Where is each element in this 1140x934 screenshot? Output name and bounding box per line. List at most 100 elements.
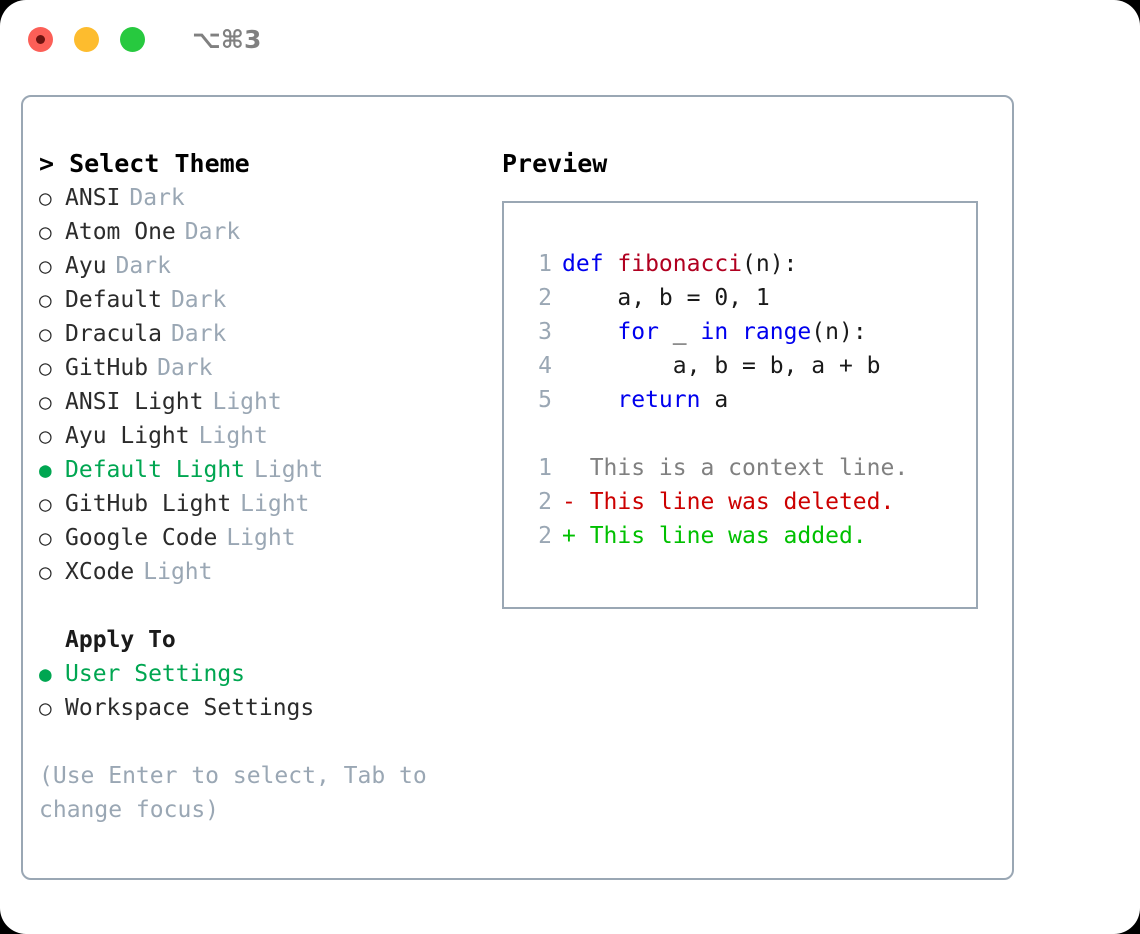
radio-unselected-icon: ○	[39, 322, 52, 346]
theme-variant-badge: Light	[240, 491, 310, 517]
theme-option-label: Default	[65, 287, 162, 313]
theme-variant-badge: Light	[198, 423, 268, 449]
code-line: 2 a, b = 0, 1	[518, 281, 976, 315]
code-line: 4 a, b = b, a + b	[518, 349, 976, 383]
theme-option-label: GitHub Light	[65, 491, 232, 517]
theme-option-label: GitHub	[65, 355, 149, 381]
theme-option-ayu-light[interactable]: ○ Ayu Light Light	[39, 419, 489, 453]
radio-selected-icon: ●	[39, 458, 52, 482]
theme-option-label: Google Code	[65, 525, 218, 551]
close-window-button[interactable]	[28, 26, 53, 52]
theme-variant-badge: Dark	[184, 219, 241, 245]
theme-option-dracula[interactable]: ○ Dracula Dark	[39, 317, 489, 351]
code-token-kw: in	[700, 319, 729, 345]
code-line-content: a, b = 0, 1	[562, 281, 770, 315]
apply-to-option-user-settings[interactable]: ● User Settings	[39, 657, 489, 691]
minimize-window-button[interactable]	[74, 26, 99, 52]
code-token-plain: a, b = 0, 1	[562, 285, 770, 311]
theme-option-github[interactable]: ○ GitHub Dark	[39, 351, 489, 385]
theme-variant-badge: Light	[143, 559, 213, 585]
maximize-window-button[interactable]	[120, 26, 145, 52]
code-line-number: 5	[538, 387, 552, 413]
code-token-plain: (n):	[811, 319, 867, 345]
code-line-number: 4	[538, 353, 552, 379]
keyboard-hint-text: (Use Enter to select, Tab to change focu…	[39, 763, 441, 823]
theme-option-xcode[interactable]: ○ XCode Light	[39, 555, 489, 589]
theme-option-default-light[interactable]: ● Default Light Light	[39, 453, 489, 487]
radio-unselected-icon: ○	[39, 424, 52, 448]
radio-unselected-icon: ○	[39, 526, 52, 550]
radio-unselected-icon: ○	[39, 254, 52, 278]
radio-unselected-icon: ○	[39, 356, 52, 380]
theme-option-label: ANSI Light	[65, 389, 204, 415]
code-token-kw: def	[562, 251, 618, 277]
code-line-number: 1	[538, 251, 552, 277]
diff-line: 2 + This line was added.	[518, 519, 976, 553]
preview-heading: Preview	[502, 149, 608, 178]
traffic-light-controls	[28, 26, 145, 52]
code-line: 5 return a	[518, 383, 976, 417]
diff-line: 1 This is a context line.	[518, 451, 976, 485]
code-line-content: for _ in range(n):	[562, 315, 867, 349]
theme-variant-badge: Dark	[157, 355, 213, 381]
code-line: 1 def fibonacci(n):	[518, 247, 976, 281]
theme-option-default[interactable]: ○ Default Dark	[39, 283, 489, 317]
theme-option-label: Atom One	[65, 219, 176, 245]
code-token-plain	[562, 387, 617, 413]
code-diff-spacer	[518, 417, 976, 451]
code-token-plain: (n):	[742, 251, 798, 277]
theme-variant-badge: Dark	[129, 185, 185, 211]
theme-option-label: Ayu Light	[65, 423, 190, 449]
radio-selected-icon: ●	[39, 662, 52, 686]
apply-to-option-workspace-settings[interactable]: ○ Workspace Settings	[39, 691, 489, 725]
code-line: 3 for _ in range(n):	[518, 315, 976, 349]
theme-option-label: Dracula	[65, 321, 162, 347]
code-token-kw: for	[617, 319, 659, 345]
radio-unselected-icon: ○	[39, 560, 52, 584]
diff-line-content-add: + This line was added.	[562, 523, 867, 549]
theme-variant-badge: Light	[254, 457, 324, 483]
section-spacer	[39, 589, 489, 623]
code-token-plain	[728, 319, 742, 345]
radio-unselected-icon: ○	[39, 288, 52, 312]
diff-line-number: 1	[538, 455, 552, 481]
apply-to-option-list: ● User Settings ○ Workspace Settings	[39, 657, 489, 725]
code-token-plain: a	[700, 387, 729, 413]
code-line-number: 2	[538, 285, 552, 311]
code-line-content: def fibonacci(n):	[562, 247, 797, 281]
radio-unselected-icon: ○	[39, 390, 52, 414]
theme-variant-badge: Light	[212, 389, 282, 415]
theme-option-label: ANSI	[65, 185, 121, 211]
apply-to-option-label: Workspace Settings	[65, 695, 315, 721]
code-token-kw: range	[742, 319, 812, 345]
theme-option-ansi[interactable]: ○ ANSI Dark	[39, 181, 489, 215]
radio-unselected-icon: ○	[39, 186, 52, 210]
apply-to-option-label: User Settings	[65, 661, 246, 687]
diff-line: 2- This line was deleted.	[518, 485, 976, 519]
theme-option-label: Ayu	[65, 253, 107, 279]
diff-line-number: 2	[538, 523, 552, 549]
code-token-plain	[562, 319, 617, 345]
code-token-fn: fibonacci	[617, 251, 743, 277]
theme-option-atom-one[interactable]: ○ Atom One Dark	[39, 215, 489, 249]
theme-variant-badge: Dark	[170, 287, 227, 313]
theme-option-label: XCode	[65, 559, 135, 585]
theme-option-ansi-light[interactable]: ○ ANSI Light Light	[39, 385, 489, 419]
diff-line-content-del: - This line was deleted.	[562, 489, 895, 515]
code-line-content: a, b = b, a + b	[562, 349, 881, 383]
keyboard-shortcut-label: ⌥⌘3	[192, 24, 262, 54]
radio-unselected-icon: ○	[39, 696, 52, 720]
radio-unselected-icon: ○	[39, 220, 52, 244]
select-theme-heading: > Select Theme	[39, 149, 250, 178]
theme-option-label: Default Light	[65, 457, 246, 483]
theme-variant-badge: Dark	[170, 321, 227, 347]
